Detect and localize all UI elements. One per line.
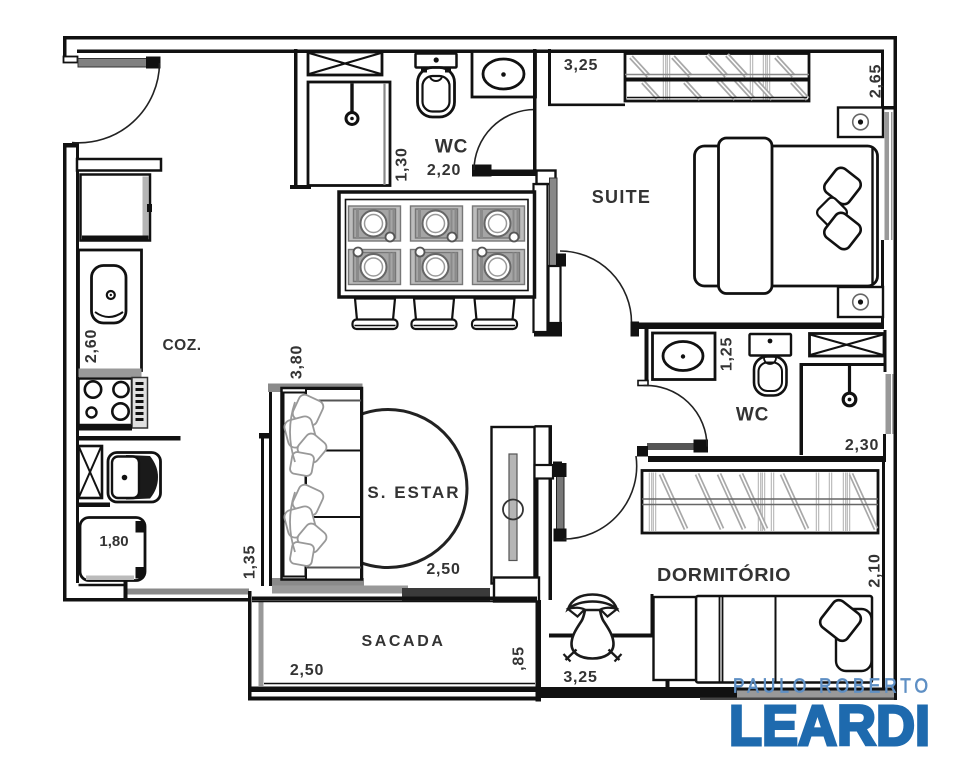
svg-text:2,50: 2,50 <box>426 561 460 578</box>
svg-text:,85: ,85 <box>511 646 528 671</box>
svg-text:PAULO ROBERTO: PAULO ROBERTO <box>733 676 932 698</box>
svg-text:3,25: 3,25 <box>564 57 598 74</box>
svg-text:COZ.: COZ. <box>162 337 201 354</box>
svg-text:2,10: 2,10 <box>867 553 884 587</box>
svg-text:2,60: 2,60 <box>83 329 100 363</box>
svg-text:DORMITÓRIO: DORMITÓRIO <box>657 564 791 585</box>
svg-text:2,20: 2,20 <box>427 162 461 179</box>
svg-text:SACADA: SACADA <box>361 633 445 650</box>
svg-text:LEARDI: LEARDI <box>729 694 930 758</box>
svg-text:SUITE: SUITE <box>592 187 652 207</box>
svg-text:2,50: 2,50 <box>290 662 324 679</box>
svg-text:1,25: 1,25 <box>719 337 736 371</box>
svg-text:2,30: 2,30 <box>845 437 879 454</box>
svg-text:3,80: 3,80 <box>289 345 306 379</box>
svg-text:3,25: 3,25 <box>563 669 597 686</box>
svg-text:1,35: 1,35 <box>242 545 259 579</box>
svg-text:1,80: 1,80 <box>99 533 128 550</box>
svg-text:WC: WC <box>736 405 769 426</box>
svg-text:2,65: 2,65 <box>868 64 885 98</box>
svg-text:1,30: 1,30 <box>394 147 411 181</box>
svg-text:WC: WC <box>435 137 468 158</box>
svg-text:S. ESTAR: S. ESTAR <box>367 483 460 502</box>
